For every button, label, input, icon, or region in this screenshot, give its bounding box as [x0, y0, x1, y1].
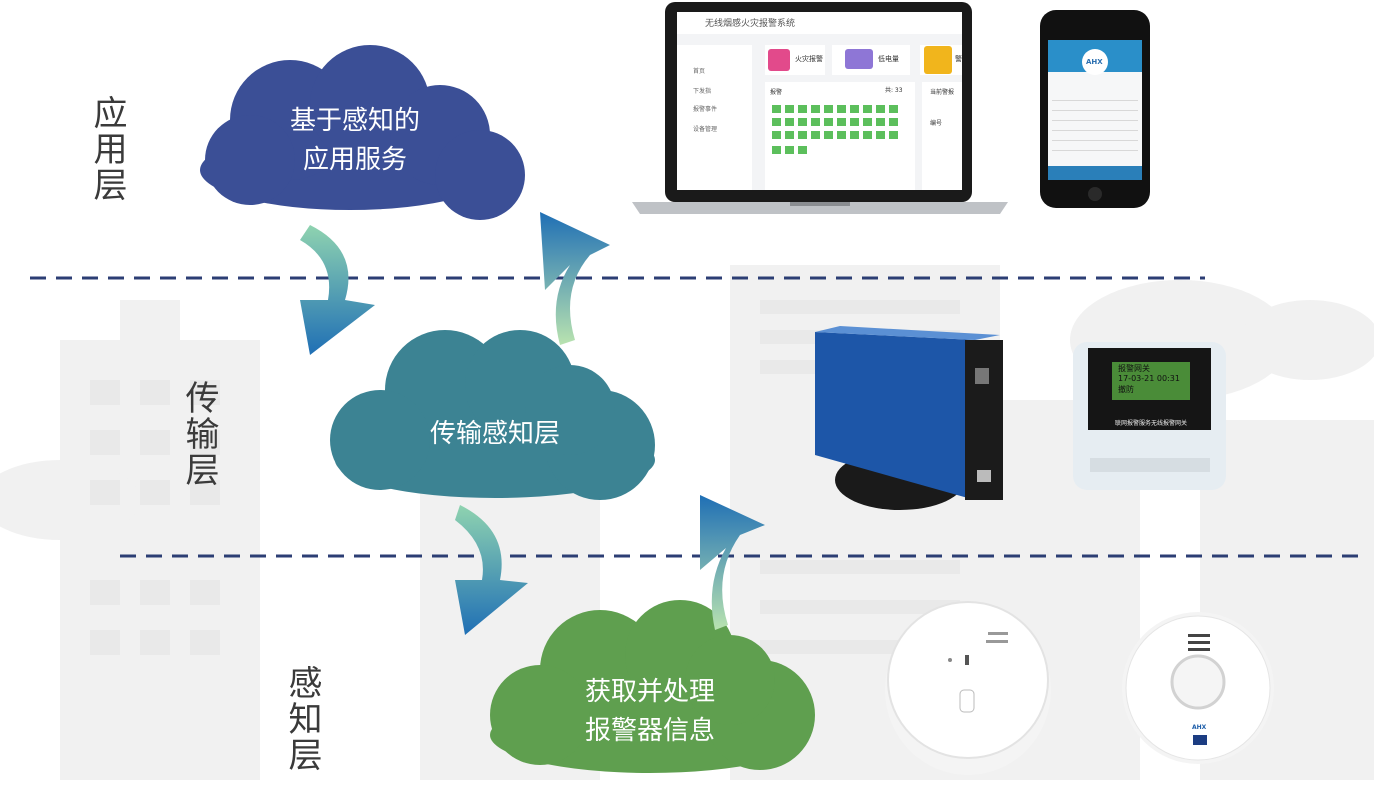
cloud-perception-text: 获取并处理 报警器信息	[530, 673, 770, 751]
gateway-screen-line3: 撤防	[1118, 384, 1134, 394]
laptop-right-tab[interactable]: 当前警报	[930, 89, 955, 96]
laptop-card-fire: 火灾报警	[795, 55, 823, 63]
cloud-perception	[490, 600, 815, 773]
detector-badge: AHX	[1192, 724, 1207, 731]
cloud-perception-line2: 报警器信息	[584, 716, 715, 746]
arrow-down-1	[300, 225, 375, 355]
layer-label-application: 应用层	[87, 95, 127, 203]
laptop-panel-title: 报警	[770, 89, 783, 96]
gateway-screen: 报警网关 17-03-21 00:31 撤防	[1118, 364, 1192, 395]
laptop-card-battery: 低电量	[878, 55, 899, 63]
laptop-menu-command[interactable]: 下发指	[693, 88, 712, 95]
arrow-down-2	[455, 505, 528, 635]
arrow-up-2	[700, 495, 765, 630]
cloud-perception-line1: 获取并处理	[584, 677, 715, 707]
phone-brand: AHX	[1086, 58, 1103, 66]
laptop-menu-devices[interactable]: 设备管理	[693, 126, 718, 133]
cloud-application-line1: 基于感知的	[289, 106, 420, 136]
gateway-screen-line1: 报警网关	[1118, 364, 1150, 373]
laptop-panel-count: 共: 33	[885, 87, 903, 94]
gateway-screen-line2: 17-03-21 00:31	[1118, 374, 1180, 384]
layer-label-transport: 传输层	[179, 380, 219, 488]
cloud-application-line2: 应用服务	[302, 145, 407, 175]
laptop-menu-home[interactable]: 首页	[693, 68, 706, 75]
laptop-menu-events[interactable]: 报警事件	[693, 106, 718, 113]
cloud-application	[200, 45, 525, 220]
gateway-caption: 联网报警服务无线报警网关	[1114, 420, 1187, 427]
cloud-transport	[330, 330, 655, 500]
laptop-card-warn: 警	[955, 55, 962, 63]
cloud-transport-text: 传输感知层	[429, 419, 560, 449]
arrow-up-1	[540, 212, 610, 345]
cloud-application-text: 基于感知的 应用服务	[240, 102, 470, 180]
laptop-right-col: 编号	[930, 120, 943, 127]
layer-label-perception: 感知层	[282, 665, 322, 773]
laptop-title: 无线烟感火灾报警系统	[705, 19, 796, 29]
